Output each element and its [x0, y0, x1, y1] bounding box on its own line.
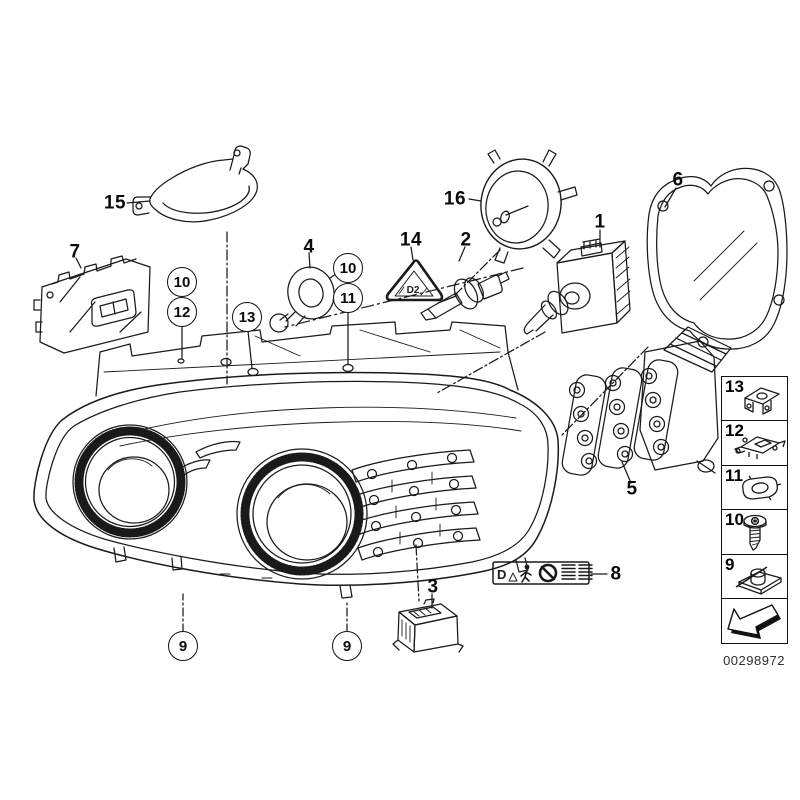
- spring-clip-icon: [734, 436, 786, 459]
- callout-15[interactable]: 15: [103, 192, 127, 214]
- callout-12-circled[interactable]: 12: [167, 297, 197, 327]
- part-6-gasket-frame: [646, 167, 788, 350]
- legend-item-9[interactable]: 9: [722, 555, 787, 599]
- callout-3[interactable]: 3: [427, 576, 439, 598]
- part-7-control-unit: [33, 255, 151, 354]
- leader-lines: [75, 187, 677, 633]
- callout-6[interactable]: 6: [672, 169, 684, 191]
- part-2-halogen-bulb: [420, 271, 510, 321]
- callout-10b-circled[interactable]: 10: [333, 253, 363, 283]
- legend-item-11[interactable]: 11: [722, 465, 787, 511]
- legend-item-13[interactable]: 13: [722, 377, 787, 422]
- callout-16[interactable]: 16: [443, 188, 467, 210]
- legend-item-10[interactable]: 10: [722, 510, 787, 555]
- clip-bracket-icon: [744, 387, 780, 416]
- turn-signal-slats: [351, 449, 481, 561]
- svg-text:D2: D2: [407, 285, 420, 296]
- callout-9-circled[interactable]: 9: [168, 631, 198, 661]
- callout-14[interactable]: 14: [399, 229, 423, 251]
- part-15-cover-cap: [132, 145, 258, 223]
- callout-4[interactable]: 4: [303, 236, 315, 258]
- callout-8[interactable]: 8: [610, 563, 622, 585]
- stripe-block-icon: [561, 564, 593, 580]
- person-icon: [520, 564, 532, 583]
- headlight-assembly-drawing: [33, 321, 560, 599]
- callout-7[interactable]: 7: [69, 241, 81, 263]
- callout-2[interactable]: 2: [460, 229, 472, 251]
- callout-5[interactable]: 5: [626, 478, 638, 500]
- part-8-warning-label-sticker: D: [492, 561, 593, 585]
- callout-1[interactable]: 1: [594, 211, 606, 233]
- svg-text:D: D: [497, 567, 506, 582]
- callout-10-circled[interactable]: 10: [167, 267, 197, 297]
- callout-11-circled[interactable]: 11: [333, 283, 363, 313]
- legend-item-label: 10: [725, 510, 744, 530]
- screw-icon: [743, 514, 767, 551]
- nut-plate-icon: [742, 475, 782, 501]
- legend-item-label: 9: [725, 554, 735, 574]
- legend-item-label: 11: [725, 465, 743, 485]
- callout-13-circled[interactable]: 13: [232, 302, 262, 332]
- part-16-retaining-ring: [480, 149, 578, 264]
- stud-bolts: [568, 367, 670, 470]
- legend-item-12[interactable]: 12: [722, 421, 787, 466]
- legend-item-label: 12: [725, 421, 744, 441]
- callout-9b-circled[interactable]: 9: [332, 631, 362, 661]
- legend-item-direction[interactable]: [722, 599, 787, 643]
- sheet-metal-nut-icon: [735, 566, 782, 595]
- part-4-bulb-socket: [269, 266, 341, 333]
- part-3-module: [392, 598, 464, 653]
- part-5-led-module: [561, 326, 732, 476]
- prohibition-icon: [538, 563, 558, 583]
- fastener-legend-table: 13 12 11: [721, 376, 788, 645]
- image-number: 00298972: [723, 653, 785, 668]
- part-1-xenon-bulb-unit: [523, 238, 631, 335]
- legend-item-label: 13: [725, 377, 744, 396]
- direction-arrow-icon: [727, 604, 781, 640]
- part-14-warning-triangle-icon: D2: [385, 259, 444, 302]
